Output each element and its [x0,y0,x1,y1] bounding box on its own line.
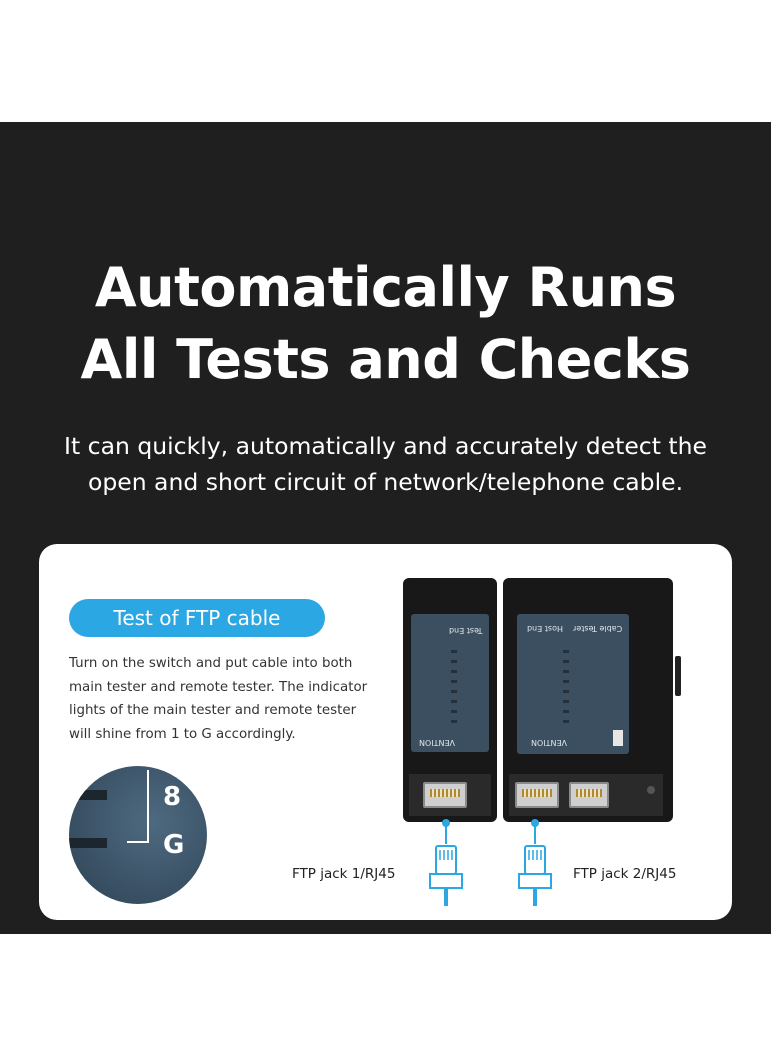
cable-tester-illustration: VENTION Test End VENTION Cable Tester Ho… [389,572,732,906]
page-headline: Automatically Runs All Tests and Checks [0,252,771,396]
rj45-plug-icon [429,845,463,906]
main-indicator-panel: VENTION Cable Tester Host End [517,614,629,754]
subtitle-line-2: open and short circuit of network/teleph… [87,468,684,496]
indicator-bar [69,838,107,848]
screw-icon [647,786,655,794]
indicator-zoom-circle: 8 G [69,766,207,904]
feature-card: Test of FTP cable Turn on the switch and… [39,544,732,920]
connector-dot [442,819,450,827]
side-switch [675,656,681,696]
description-line: main tester and remote tester. The indic… [69,679,368,695]
remote-panel-text: Test End [449,626,483,635]
remote-indicator-panel: VENTION Test End [411,614,489,752]
connector-line [534,824,536,844]
main-tester-device: VENTION Cable Tester Host End [503,578,673,822]
zoom-digit: 8 [163,782,182,812]
jack-2-label: FTP jack 2/RJ45 [573,866,677,882]
remote-tester-device: VENTION Test End [403,578,497,822]
test-description: Turn on the switch and put cable into bo… [69,652,379,746]
main-model-label: Cable Tester [573,624,623,633]
headline-line-2: All Tests and Checks [80,328,691,391]
jack-1-label: FTP jack 1/RJ45 [292,866,396,882]
rj45-port-icon [515,782,559,808]
headline-line-1: Automatically Runs [94,256,677,319]
bracket-line [127,841,149,843]
rj45-port-icon [423,782,467,808]
rj45-plug-icon [518,845,552,906]
main-panel-text: Host End [527,624,563,633]
zoom-letter: G [163,830,185,860]
bracket-line [147,770,149,842]
page-subtitle: It can quickly, automatically and accura… [30,428,741,500]
description-line: Turn on the switch and put cable into bo… [69,656,353,671]
rj11-port-icon [569,782,609,808]
description-line: will shine from 1 to G accordingly. [69,726,296,742]
remote-brand-label: VENTION [419,738,456,747]
connector-line [445,824,447,844]
test-type-pill: Test of FTP cable [69,599,325,637]
indicator-bar [69,790,107,800]
connector-dot [531,819,539,827]
main-brand-label: VENTION [531,738,568,747]
description-line: lights of the main tester and remote tes… [69,703,357,718]
switch-icon [613,730,623,746]
subtitle-line-1: It can quickly, automatically and accura… [64,432,707,460]
